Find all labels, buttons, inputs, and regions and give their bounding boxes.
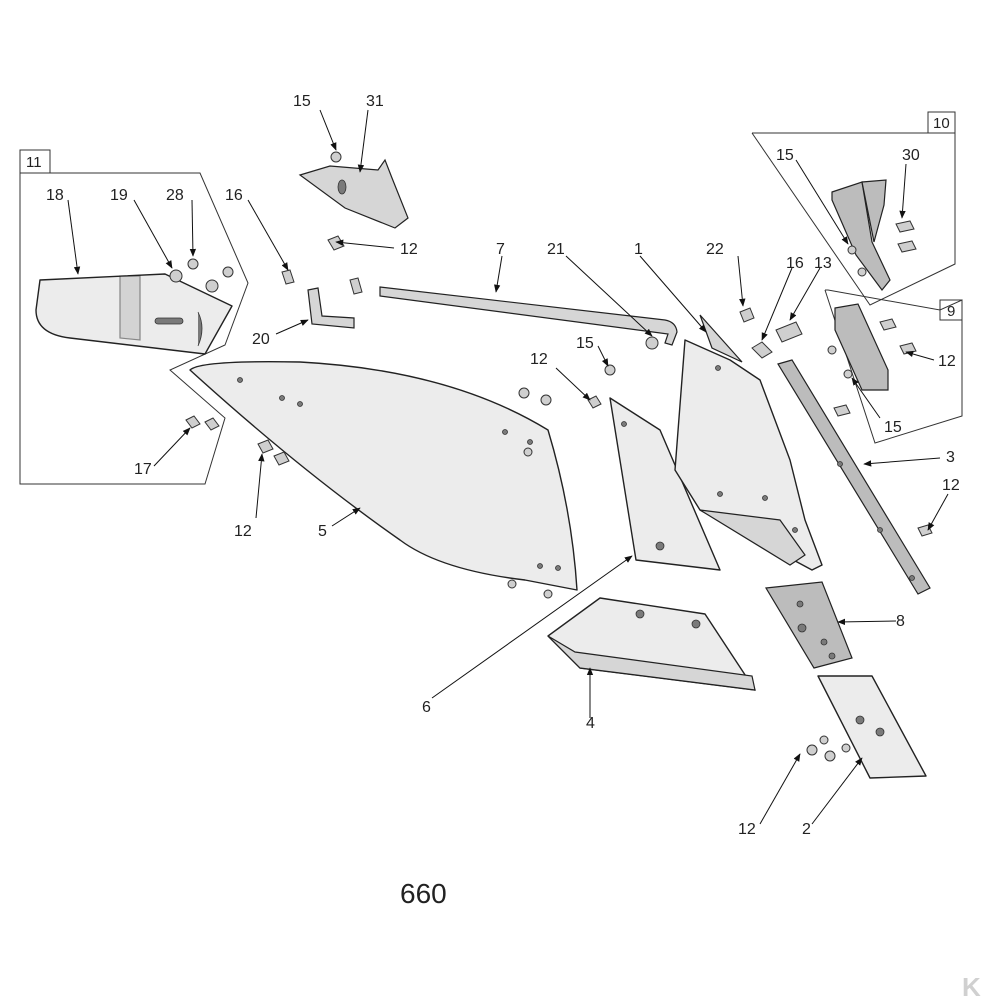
part-3-long-bar	[777, 359, 933, 595]
label-18: 18	[46, 187, 64, 204]
label-7: 7	[496, 241, 505, 258]
label-16-right: 16	[786, 255, 804, 272]
label-2: 2	[802, 821, 811, 838]
brand-logo: K	[962, 972, 981, 1000]
part-20-bracket	[281, 269, 363, 329]
label-19: 19	[110, 187, 128, 204]
label-20: 20	[252, 331, 270, 348]
label-3: 3	[946, 449, 955, 466]
part-9-plate	[827, 303, 917, 417]
hardware-22-16-13	[739, 307, 803, 359]
part-31-bracket	[298, 151, 409, 251]
label-6: 6	[422, 699, 431, 716]
diagram-number: 660	[400, 878, 447, 909]
part-1-frog	[674, 314, 823, 571]
label-12-box9: 12	[938, 353, 956, 370]
part-labels: 15 31 18 19 28 16 12 7 21 1 22 16 13 15 …	[46, 93, 960, 838]
label-15-mid: 15	[576, 335, 594, 352]
label-12-left: 12	[234, 523, 252, 540]
leader-lines	[67, 109, 949, 825]
label-22: 22	[706, 241, 724, 258]
detail-frame-10: 10	[751, 111, 956, 306]
label-17: 17	[134, 461, 152, 478]
part-5-mouldboard	[189, 360, 578, 599]
label-12-bottom: 12	[738, 821, 756, 838]
detail-frame-11: 11	[19, 149, 249, 485]
box-10	[927, 111, 956, 134]
part-6-landside	[587, 364, 721, 571]
bolts-17	[185, 415, 220, 431]
label-12-top: 12	[400, 241, 418, 258]
label-15-top: 15	[293, 93, 311, 110]
label-21: 21	[547, 241, 565, 258]
label-31: 31	[366, 93, 384, 110]
part-18-extension-blade	[35, 273, 233, 355]
bolts-12-left	[257, 439, 290, 466]
hardware-19-28	[169, 258, 234, 293]
label-8: 8	[896, 613, 905, 630]
label-4: 4	[586, 715, 595, 732]
label-15-box9: 15	[884, 419, 902, 436]
label-30: 30	[902, 147, 920, 164]
part-2-share-plate	[806, 675, 927, 779]
part-30-point	[831, 179, 917, 291]
box-11-label: 11	[26, 154, 42, 171]
part-4-share	[547, 597, 756, 691]
label-16-left: 16	[225, 187, 243, 204]
label-1: 1	[634, 241, 643, 258]
label-12-right: 12	[942, 477, 960, 494]
label-5: 5	[318, 523, 327, 540]
label-12-mid: 12	[530, 351, 548, 368]
box-11	[19, 149, 51, 174]
label-15-box10: 15	[776, 147, 794, 164]
box-9-label: 9	[947, 303, 955, 320]
detail-frame-9: 9	[824, 289, 963, 444]
label-13: 13	[814, 255, 832, 272]
part-7-rod	[379, 286, 678, 350]
box-9	[939, 299, 963, 321]
part-8-plate	[765, 581, 853, 669]
label-28: 28	[166, 187, 184, 204]
box-10-label: 10	[933, 115, 950, 132]
